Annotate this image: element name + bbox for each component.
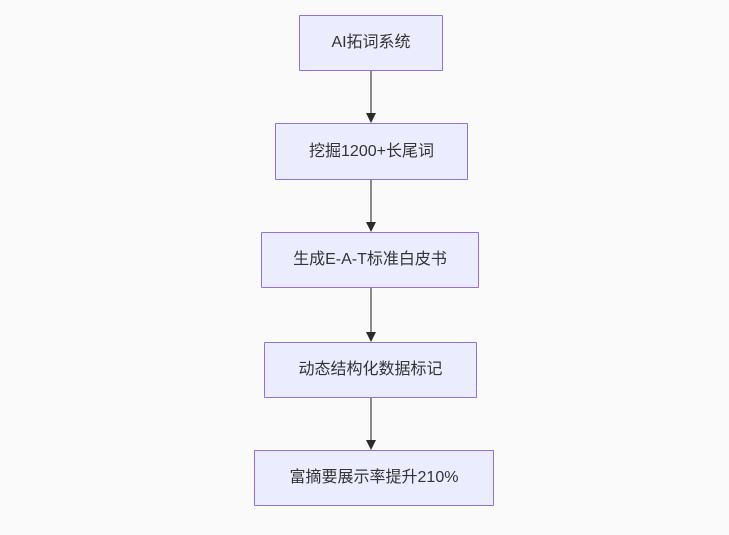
flow-arrow-1	[365, 71, 377, 123]
flow-arrow-2	[365, 180, 377, 232]
flow-arrow-4	[365, 398, 377, 450]
flow-node-rich-snippet-rate: 富摘要展示率提升210%	[254, 450, 494, 506]
flow-node-structured-data-markup: 动态结构化数据标记	[264, 342, 477, 398]
arrow-line	[370, 71, 372, 113]
arrow-line	[370, 180, 372, 222]
flow-node-longtail-mining: 挖掘1200+长尾词	[275, 123, 468, 180]
arrow-down-icon	[366, 113, 376, 123]
flow-arrow-3	[365, 288, 377, 342]
arrow-down-icon	[366, 440, 376, 450]
flow-node-label: 挖掘1200+长尾词	[309, 142, 434, 160]
flow-node-label: 动态结构化数据标记	[298, 361, 443, 378]
flow-node-label: 富摘要展示率提升210%	[289, 469, 459, 486]
flow-node-ai-expand-system: AI拓词系统	[299, 15, 443, 71]
flow-node-label: AI拓词系统	[331, 34, 411, 51]
flow-node-eat-whitepaper: 生成E-A-T标准白皮书	[261, 232, 479, 288]
flow-node-label: 生成E-A-T标准白皮书	[293, 251, 447, 268]
arrow-line	[370, 288, 372, 332]
arrow-down-icon	[366, 222, 376, 232]
arrow-line	[370, 398, 372, 440]
arrow-down-icon	[366, 332, 376, 342]
